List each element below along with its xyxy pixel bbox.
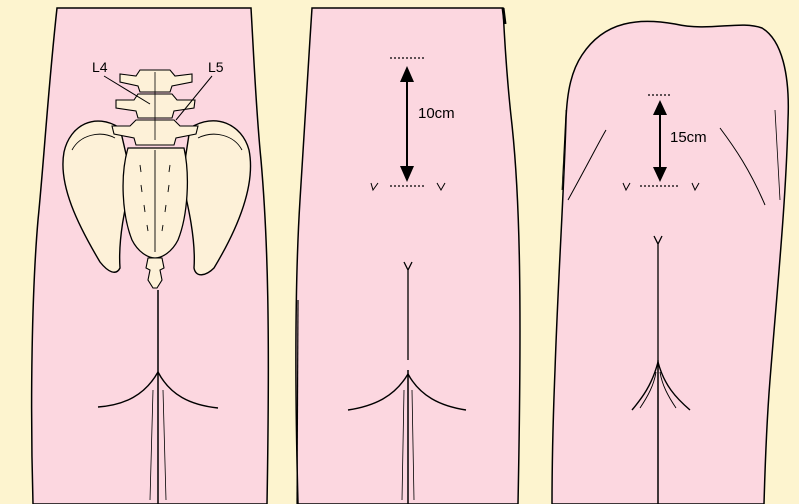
measurement-10cm: 10cm bbox=[418, 105, 455, 122]
panel-pelvis: L4 L5 bbox=[32, 8, 269, 504]
measurement-15cm: 15cm bbox=[670, 129, 707, 146]
label-l4: L4 bbox=[92, 59, 108, 75]
body-silhouette-3 bbox=[552, 21, 788, 504]
label-l5: L5 bbox=[208, 59, 224, 75]
panel-back-10: 10cm bbox=[296, 8, 520, 504]
lumbar-vertebrae bbox=[112, 70, 198, 145]
panel-back-15: 15cm bbox=[552, 21, 788, 504]
